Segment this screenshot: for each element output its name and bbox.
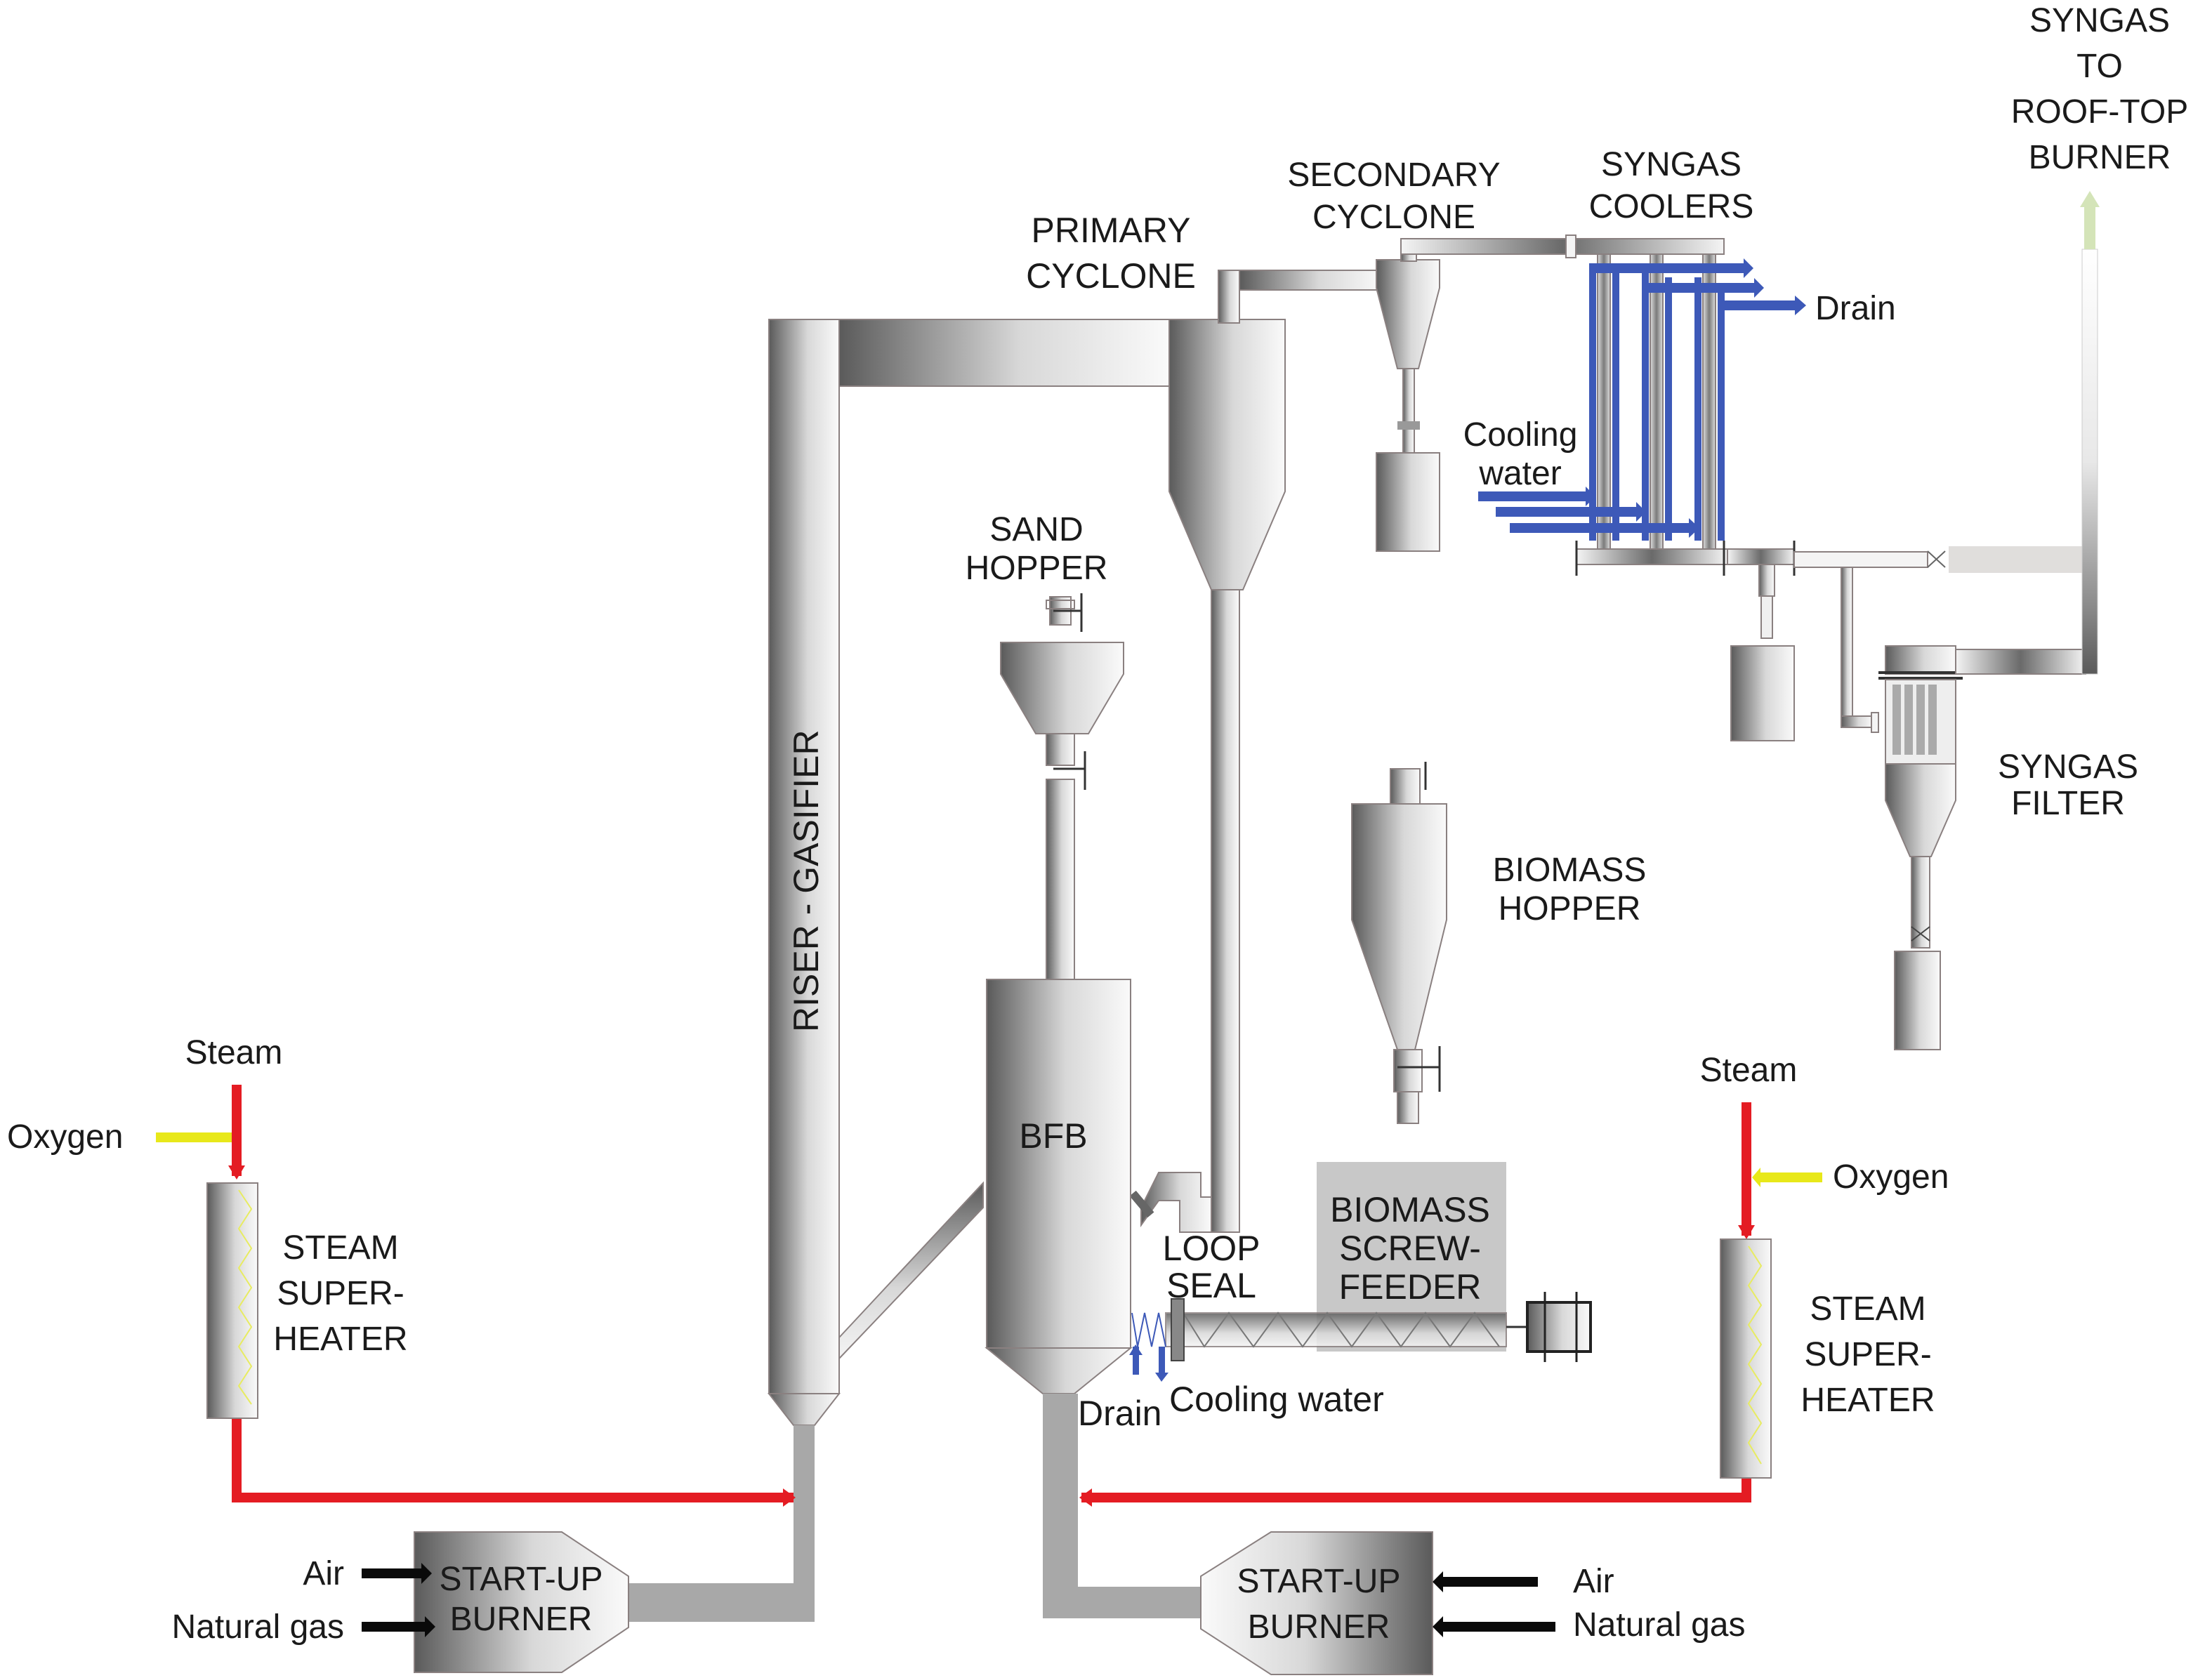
primary-cyclone-label-line2: CYCLONE <box>1026 256 1196 296</box>
right-superheater-label-line3: HEATER <box>1800 1382 1935 1419</box>
secondary-cyclone[interactable] <box>1376 234 1725 552</box>
biomass-hopper[interactable] <box>1351 762 1447 1124</box>
left-superheater-label-line1: STEAM <box>282 1229 398 1267</box>
left-air-label: Air <box>303 1555 344 1592</box>
syngas-to-burner-label-line1: SYNGAS <box>2029 2 2170 39</box>
biomass-hopper-label-line2: HOPPER <box>1499 890 1641 927</box>
right-burner-label-line2: BURNER <box>1248 1608 1390 1646</box>
bfb-to-riser-duct <box>838 1181 984 1361</box>
right-air-label: Air <box>1573 1563 1614 1600</box>
riser-gasifier-label: RISER - GASIFIER <box>786 729 826 1032</box>
screw-feeder-label-line1: BIOMASS <box>1330 1190 1490 1229</box>
right-steam-label: Steam <box>1700 1052 1798 1089</box>
right-oxygen-label: Oxygen <box>1833 1158 1949 1196</box>
loop-seal-label-line1: LOOP <box>1163 1229 1260 1268</box>
biomass-hopper-label-line1: BIOMASS <box>1493 852 1647 889</box>
left-steam-line <box>156 1085 796 1507</box>
screw-feeder-label-line3: FEEDER <box>1339 1267 1482 1307</box>
left-steam-label: Steam <box>185 1034 283 1071</box>
left-steam-superheater[interactable] <box>206 1182 258 1419</box>
syngas-coolers-label-line1: SYNGAS <box>1601 146 1742 183</box>
syngas-filter-label-line2: FILTER <box>2011 785 2125 822</box>
feeder-cooling-water-label: Cooling water <box>1169 1380 1384 1419</box>
sand-hopper[interactable] <box>1000 593 1124 980</box>
right-burner-label-line1: START-UP <box>1237 1563 1401 1600</box>
right-steam-line <box>1079 1102 1822 1507</box>
cooler-outlet-piping <box>1575 541 2082 741</box>
primary-cyclone-label-line1: PRIMARY <box>1032 211 1191 250</box>
left-startup-burner[interactable] <box>414 1502 815 1673</box>
riser-to-primary-cyclone-duct <box>838 319 1170 387</box>
screw-feeder-label-line2: SCREW- <box>1339 1229 1481 1268</box>
screw-feeder-motor <box>1526 1301 1592 1353</box>
loop-seal[interactable] <box>1129 1137 1239 1233</box>
sand-hopper-label-line1: SAND <box>989 511 1083 548</box>
syngas-to-burner-label-line4: BURNER <box>2029 139 2171 176</box>
syngas-coolers[interactable] <box>1576 253 1795 565</box>
syngas-to-burner-label-line2: TO <box>2076 48 2123 85</box>
left-oxygen-label: Oxygen <box>7 1118 123 1156</box>
biomass-screw-feeder[interactable] <box>1165 1162 1592 1362</box>
right-superheater-label-line2: SUPER- <box>1804 1336 1931 1373</box>
coolers-drain-label: Drain <box>1815 290 1896 327</box>
right-steam-superheater[interactable] <box>1720 1238 1772 1479</box>
left-burner-label-line2: BURNER <box>450 1601 593 1638</box>
feeder-cooling-jacket <box>1129 1312 1168 1382</box>
left-superheater-label-line2: SUPER- <box>277 1275 404 1312</box>
cooling-water-lines-coolers <box>1478 258 1806 541</box>
left-natural-gas-label: Natural gas <box>172 1608 344 1646</box>
syngas-filter[interactable] <box>1878 645 2086 1050</box>
feeder-drain-label: Drain <box>1078 1394 1161 1433</box>
riser-gasifier[interactable]: RISER - GASIFIER <box>767 319 841 1509</box>
coolers-cooling-water-label-line1: Cooling <box>1463 416 1578 454</box>
syngas-exhaust-arrow <box>2084 204 2095 249</box>
right-natural-gas-label: Natural gas <box>1573 1606 1745 1644</box>
sand-hopper-label-line2: HOPPER <box>966 550 1108 587</box>
right-superheater-label-line1: STEAM <box>1810 1290 1925 1328</box>
secondary-cyclone-label-line1: SECONDARY <box>1287 157 1500 194</box>
left-superheater-label-line3: HEATER <box>273 1321 407 1358</box>
coolers-cooling-water-label-line2: water <box>1478 455 1561 492</box>
syngas-stack <box>2080 191 2100 675</box>
right-burner-inlet-arrows <box>1433 1571 1555 1637</box>
syngas-coolers-label-line2: COOLERS <box>1589 188 1754 225</box>
syngas-filter-label-line1: SYNGAS <box>1998 748 2138 786</box>
right-startup-burner[interactable] <box>1043 1531 1433 1675</box>
secondary-cyclone-label-line2: CYCLONE <box>1312 199 1475 236</box>
primary-cyclone[interactable] <box>1168 270 1384 1233</box>
syngas-to-burner-label-line3: ROOF-TOP <box>2011 93 2188 131</box>
left-burner-label-line1: START-UP <box>440 1561 603 1598</box>
left-burner-inlet-arrows <box>362 1563 435 1637</box>
bfb-label: BFB <box>1019 1116 1087 1156</box>
